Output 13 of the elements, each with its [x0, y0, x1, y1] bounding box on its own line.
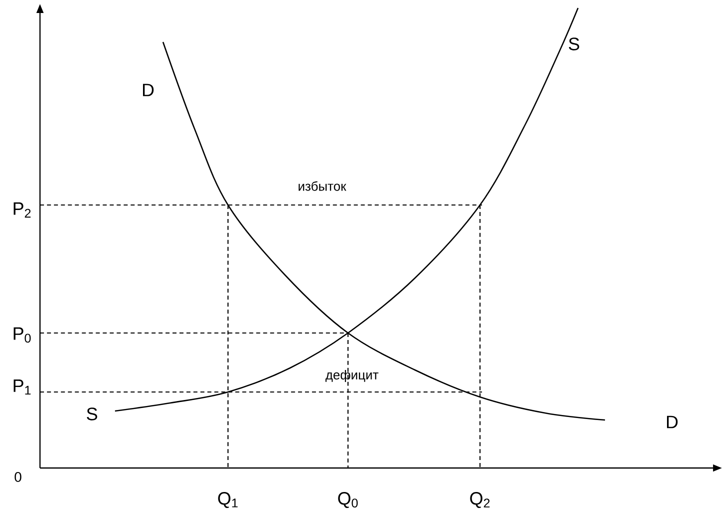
axis-label: P$_{2}$ — [14, 202, 31, 218]
curve-label: S — [568, 38, 580, 50]
curve-label: S — [86, 408, 98, 420]
axis-label: Q$_{2}$ — [470, 492, 490, 508]
region-label: дефицит — [326, 370, 378, 382]
axis-label: P$_{1}$ — [14, 379, 31, 395]
curve-label: D — [667, 416, 678, 428]
axis-label: 0 — [14, 472, 22, 482]
axis-label: Q$_{1}$ — [218, 492, 238, 508]
axis-label: P$_{0}$ — [14, 327, 31, 343]
axis-label: Q$_{0}$ — [338, 492, 358, 508]
curve-label: D — [143, 84, 154, 96]
region-label: избыток — [298, 181, 346, 191]
